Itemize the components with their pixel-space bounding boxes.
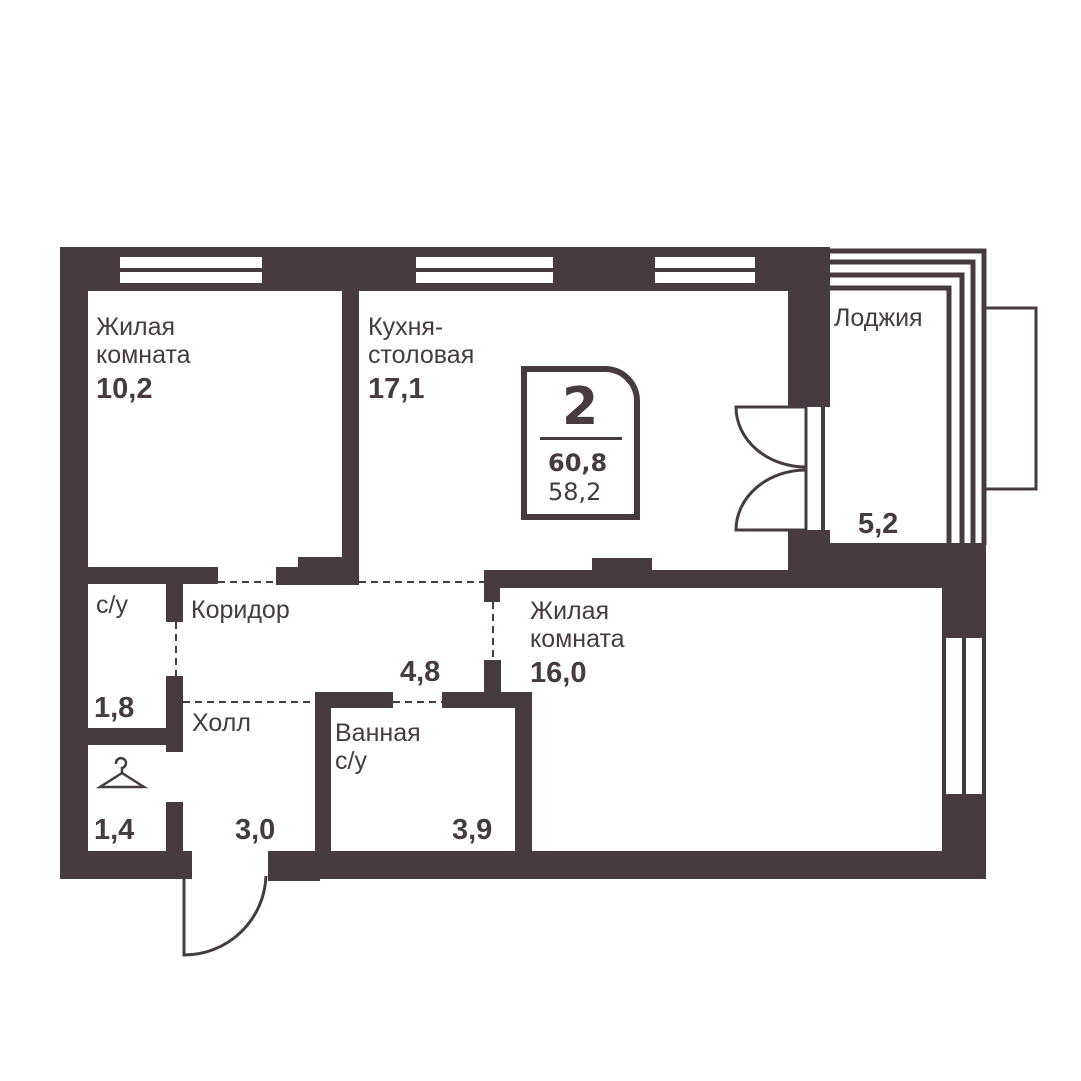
kitchen-label-line1: Кухня-	[368, 313, 444, 341]
wall-kitchen-room2	[484, 570, 804, 588]
outer-wall-left	[60, 247, 88, 879]
wall-wardrobe	[166, 802, 183, 879]
bathroom-area: 3,9	[452, 814, 493, 846]
kitchen-area: 17,1	[368, 373, 425, 405]
wall-kitchen-room2-stub	[592, 558, 652, 572]
door-loggia-lower	[734, 468, 807, 532]
entrance-stub-left	[182, 851, 192, 879]
wall-room1-stub	[298, 557, 348, 569]
room2-label-line1: Жилая	[530, 597, 610, 625]
wall-bath-left	[315, 692, 331, 879]
wardrobe-area: 1,4	[94, 814, 135, 846]
hanger-icon	[95, 756, 149, 789]
bathroom-label-line1: Ванная	[335, 719, 421, 747]
wall-bath-top-left	[315, 692, 393, 708]
loggia-label: Лоджия	[834, 304, 923, 332]
room1-label-line2: комната	[96, 341, 191, 369]
wall-wc-right-upper	[166, 567, 183, 622]
loggia-balcony-frame	[982, 306, 1038, 491]
hall-area: 3,0	[235, 814, 276, 846]
wall-room1-bottom	[60, 567, 218, 584]
wall-room1-bottom-right	[276, 567, 359, 585]
wall-wc-bottom	[60, 728, 178, 745]
wall-room2-corner	[484, 570, 500, 602]
wall-room2-right-top	[942, 570, 986, 638]
outer-wall-bottom	[268, 851, 986, 879]
apartment-badge	[521, 366, 640, 520]
hall-label: Холл	[192, 709, 251, 737]
corridor-area: 4,8	[400, 656, 441, 688]
room1-label-line1: Жилая	[96, 313, 176, 341]
wc-area: 1,8	[94, 692, 135, 724]
corridor-label: Коридор	[191, 596, 290, 624]
wall-corridor-stub	[484, 660, 501, 700]
wall-kitchen-loggia-upper	[788, 247, 830, 407]
rooms-count: 2	[562, 377, 599, 437]
entrance-stub-right	[268, 851, 320, 881]
wall-bath-right	[515, 692, 532, 879]
bathroom-label-line2: с/у	[335, 747, 367, 775]
outer-wall-bottom-left	[60, 851, 182, 879]
total-area: 60,8	[548, 449, 608, 477]
living-area: 58,2	[548, 478, 602, 506]
kitchen-label-line2: столовая	[368, 341, 475, 369]
room1-area: 10,2	[96, 373, 153, 405]
door-loggia-upper	[734, 405, 807, 469]
room2-area: 16,0	[530, 657, 587, 689]
wall-room1-kitchen	[342, 291, 359, 585]
wc-label: с/у	[96, 591, 128, 619]
entrance-door[interactable]	[182, 875, 268, 957]
loggia-area: 5,2	[858, 508, 899, 540]
room2-label-line2: комната	[530, 625, 625, 653]
